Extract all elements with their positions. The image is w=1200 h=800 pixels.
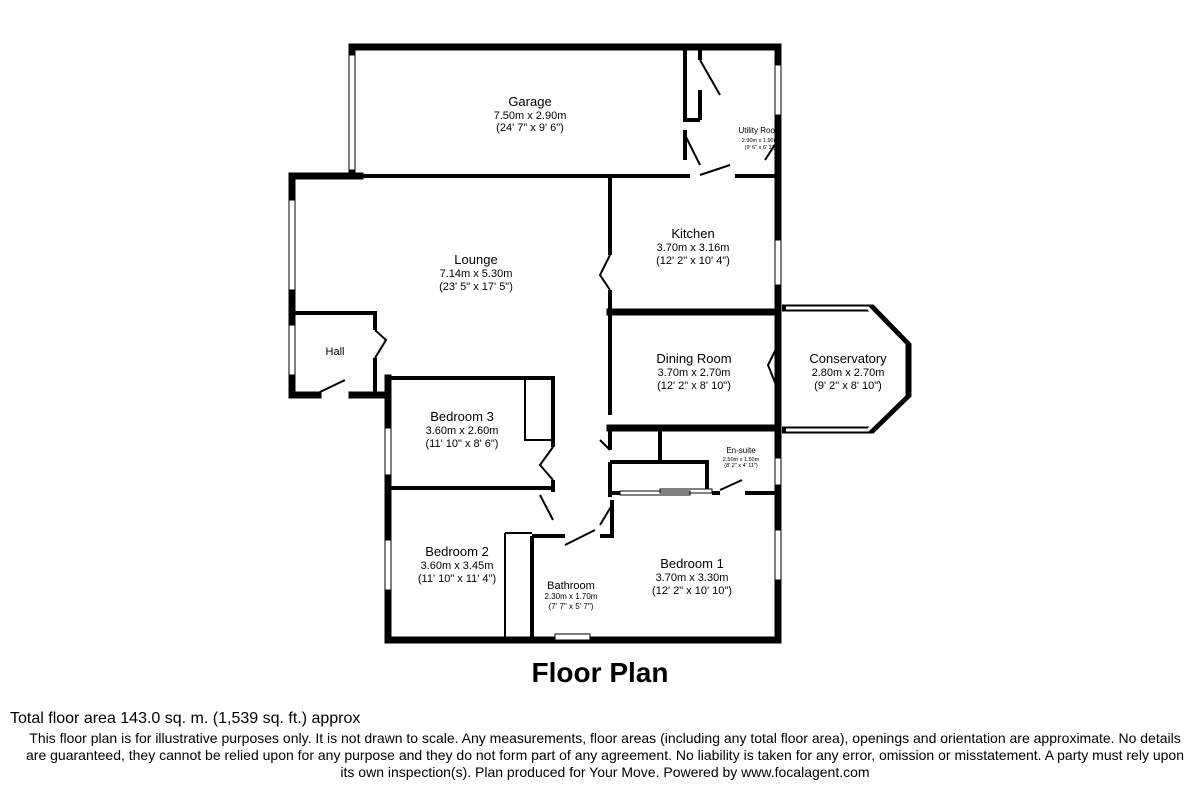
total-floor-area: Total floor area 143.0 sq. m. (1,539 sq.…	[10, 710, 361, 727]
dining-metric: 3.70m x 2.70m	[658, 367, 731, 379]
bedroom2-imperial: (11' 10" x 11' 4")	[418, 573, 496, 585]
bathroom-name: Bathroom	[547, 580, 595, 592]
utility-metric: 2.90m x 1.90m	[742, 138, 779, 144]
conservatory-imperial: (9' 2" x 8' 10")	[814, 380, 882, 392]
kitchen-name: Kitchen	[671, 226, 714, 241]
conservatory-name: Conservatory	[809, 351, 887, 366]
hall-name: Hall	[326, 346, 345, 358]
dining-imperial: (12' 2" x 8' 10")	[657, 380, 731, 392]
room-labels: Garage 7.50m x 2.90m (24' 7" x 9' 6") Ut…	[326, 94, 888, 611]
lounge-imperial: (23' 5" x 17' 5")	[439, 281, 513, 293]
walls	[288, 43, 782, 644]
utility-name: Utility Room	[738, 126, 781, 135]
ensuite-imperial: (8' 2" x 4' 11")	[724, 463, 758, 469]
garage-imperial: (24' 7" x 9' 6")	[496, 122, 564, 134]
bathroom-metric: 2.30m x 1.70m	[545, 592, 598, 601]
bedroom2-metric: 3.60m x 3.45m	[421, 560, 494, 572]
kitchen-imperial: (12' 2" x 10' 4")	[656, 255, 730, 267]
bedroom1-metric: 3.70m x 3.30m	[656, 572, 729, 584]
bedroom3-metric: 3.60m x 2.60m	[426, 425, 499, 437]
bedroom2-name: Bedroom 2	[425, 544, 489, 559]
lounge-name: Lounge	[454, 252, 497, 267]
garage-metric: 7.50m x 2.90m	[494, 110, 567, 122]
disclaimer: This floor plan is for illustrative purp…	[26, 730, 1184, 780]
ensuite-name: En-suite	[726, 446, 756, 455]
bathroom-imperial: (7' 7" x 5' 7")	[549, 602, 594, 611]
conservatory-metric: 2.80m x 2.70m	[812, 367, 885, 379]
plan-title: Floor Plan	[531, 657, 669, 688]
bedroom1-imperial: (12' 2" x 10' 10")	[652, 585, 732, 597]
dining-name: Dining Room	[656, 351, 731, 366]
conservatory-walls	[782, 304, 912, 434]
kitchen-metric: 3.70m x 3.16m	[657, 242, 730, 254]
garage-name: Garage	[508, 94, 551, 109]
bedroom3-imperial: (11' 10" x 8' 6")	[426, 438, 499, 450]
ensuite-metric: 2.50m x 1.50m	[723, 457, 760, 463]
utility-imperial: (9' 6" x 6' 3")	[745, 145, 776, 151]
windows	[288, 54, 782, 641]
bedroom3-name: Bedroom 3	[430, 409, 494, 424]
bedroom1-name: Bedroom 1	[660, 556, 724, 571]
floor-plan-drawing: Garage 7.50m x 2.90m (24' 7" x 9' 6") Ut…	[288, 43, 912, 644]
lounge-metric: 7.14m x 5.30m	[440, 268, 513, 280]
